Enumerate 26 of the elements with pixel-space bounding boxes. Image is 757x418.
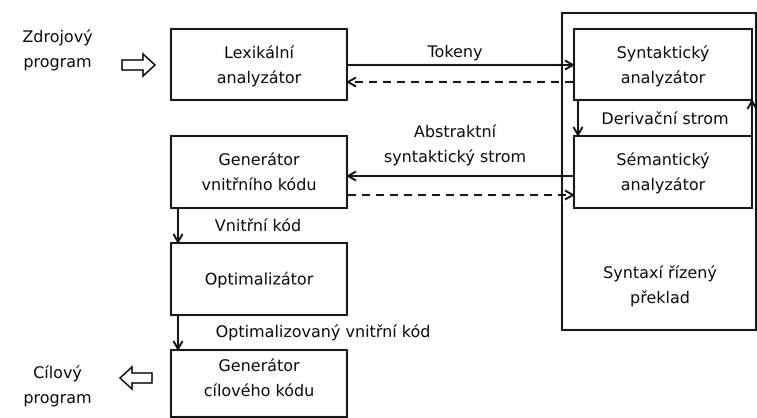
- process-box: [573, 28, 753, 101]
- process-box: [170, 242, 348, 316]
- output-label: Cílový program: [22, 362, 93, 409]
- box-label: Generátor cílového kódu: [202, 355, 316, 402]
- group-box: [561, 12, 757, 331]
- box-label: Syntaktický analyzátor: [616, 42, 710, 88]
- box-label: Syntaxí řízený překlad: [602, 262, 718, 309]
- dashed-arrow: [347, 76, 573, 88]
- arrow: [746, 100, 757, 135]
- arrow: [172, 209, 184, 243]
- arrow: [172, 316, 184, 350]
- source-label: Zdrojový program: [21, 26, 94, 73]
- process-box: [170, 349, 348, 418]
- dashed-arrow: [348, 190, 574, 200]
- arrow: [347, 170, 573, 182]
- box-label: Sémantický analyzátor: [615, 149, 711, 196]
- process-box: [170, 135, 348, 209]
- process-box: [170, 28, 348, 101]
- box-label: Optimalizátor: [204, 268, 314, 290]
- process-box: [573, 135, 753, 209]
- arrow: [572, 101, 584, 136]
- hollow-arrow: [118, 365, 153, 391]
- arrow: [348, 60, 574, 70]
- box-label: Generátor vnitřního kódu: [200, 149, 318, 196]
- box-label: Lexikální analyzátor: [216, 42, 302, 88]
- hollow-arrow: [121, 52, 156, 78]
